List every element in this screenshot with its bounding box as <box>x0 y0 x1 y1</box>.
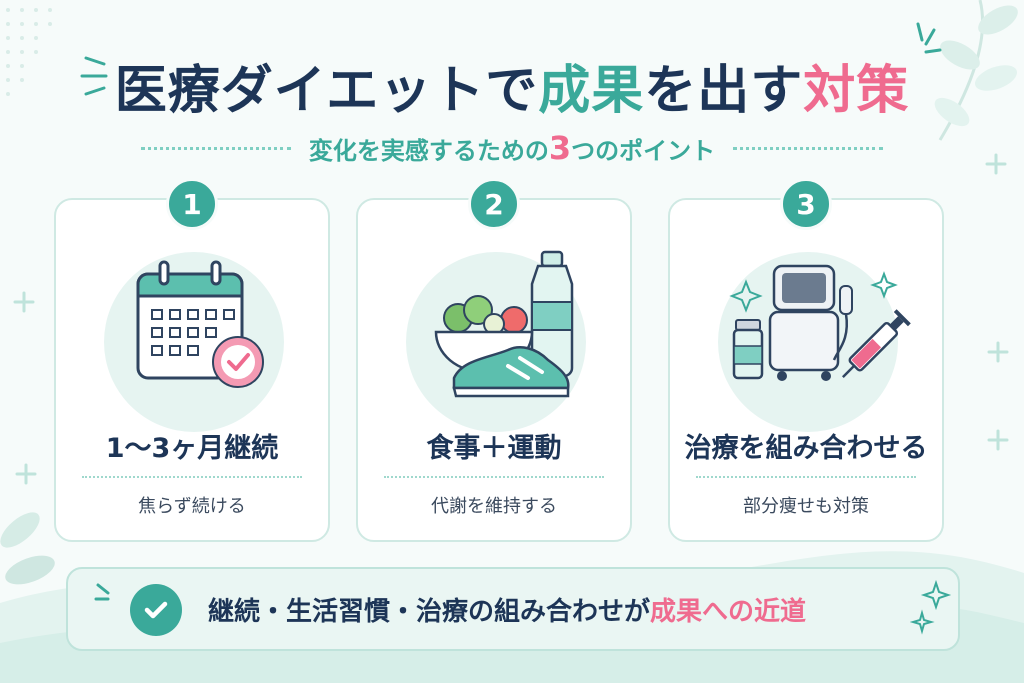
banner-text: 継続・生活習慣・治療の組み合わせが成果への近道 <box>208 591 806 628</box>
page-title: 医療ダイエットで成果を出す対策 <box>0 48 1024 123</box>
dotted-divider <box>696 476 916 478</box>
leaf-decoration-top-right <box>934 0 1018 141</box>
leaf-decoration-bottom-left <box>0 512 55 585</box>
dotted-divider <box>733 146 884 150</box>
title-part-4: 対策 <box>803 61 910 121</box>
subtitle-row: 変化を実感するための3つのポイント <box>0 129 1024 167</box>
sparkle-icon <box>910 579 952 635</box>
sparkle-lines-icon <box>94 583 110 601</box>
point-number-badge: 1 <box>166 178 218 230</box>
title-part-3: を出す <box>644 61 804 121</box>
banner-highlight: 成果への近道 <box>650 597 807 627</box>
point-number-badge: 3 <box>780 178 832 230</box>
plus-icon <box>15 463 37 485</box>
point-card-2: 食事＋運動 代謝を維持する <box>356 198 632 542</box>
point-number-badge: 2 <box>468 178 520 230</box>
card-subtitle: 代謝を維持する <box>431 496 557 517</box>
food-sneaker-bottle-icon <box>434 250 574 398</box>
sparkle-lines-left <box>80 56 108 96</box>
title-part-1: 医療ダイエットで <box>114 61 539 121</box>
plus-icon <box>987 429 1009 451</box>
subtitle-number: 3 <box>548 129 572 167</box>
point-card-1: 1〜3ヶ月継続 焦らず続ける <box>54 198 330 542</box>
card-subtitle: 焦らず続ける <box>138 496 246 517</box>
plus-icon <box>987 341 1009 363</box>
subtitle-part-1: 変化を実感するための <box>308 137 549 165</box>
title-part-2: 成果 <box>538 61 645 121</box>
medical-device-syringe-icon <box>729 264 911 381</box>
dot-grid-decoration <box>6 8 52 96</box>
subtitle: 変化を実感するための3つのポイント <box>309 129 715 167</box>
plus-icon <box>13 291 35 313</box>
subtitle-part-2: つのポイント <box>571 137 716 165</box>
sparkle-lines-right <box>916 22 942 54</box>
calendar-check-icon <box>136 260 264 388</box>
plus-icon <box>985 153 1007 175</box>
dotted-divider <box>140 146 291 150</box>
card-title: 食事＋運動 <box>426 433 562 464</box>
check-circle-icon <box>130 584 182 636</box>
point-card-3: 治療を組み合わせる 部分痩せも対策 <box>668 198 944 542</box>
dotted-divider <box>384 476 604 478</box>
dotted-divider <box>82 476 302 478</box>
summary-banner: 継続・生活習慣・治療の組み合わせが成果への近道 <box>66 567 960 651</box>
card-subtitle: 部分痩せも対策 <box>743 496 869 517</box>
card-title: 1〜3ヶ月継続 <box>105 433 279 464</box>
card-title: 治療を組み合わせる <box>684 433 928 464</box>
banner-text-part-1: 継続・生活習慣・治療の組み合わせが <box>208 597 651 627</box>
